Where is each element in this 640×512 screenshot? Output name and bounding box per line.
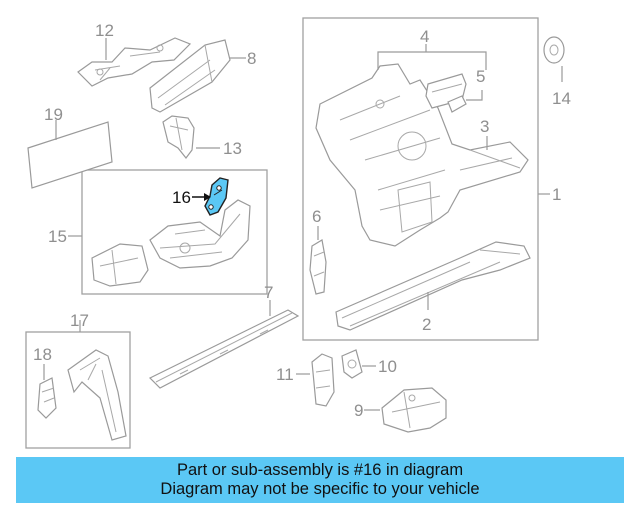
- assembly-box-15: [81, 169, 268, 295]
- callout-9: 9: [354, 401, 363, 420]
- callout-8: 8: [247, 49, 256, 68]
- part-18-plate[interactable]: [37, 377, 57, 419]
- callout-18: 18: [33, 345, 52, 364]
- part-5-brackets[interactable]: [425, 73, 467, 113]
- callout-3: 3: [480, 117, 489, 136]
- callout-19: 19: [44, 105, 63, 124]
- callout-5: 5: [476, 67, 485, 86]
- callout-17: 17: [70, 311, 89, 330]
- callout-15: 15: [48, 227, 67, 246]
- part-17-pillar[interactable]: [67, 349, 127, 441]
- part-8-rail[interactable]: [149, 39, 231, 113]
- callout-7: 7: [264, 283, 273, 302]
- callout-12: 12: [95, 21, 114, 40]
- part-9-panel[interactable]: [381, 387, 447, 433]
- callout-10: 10: [378, 357, 397, 376]
- banner-line-1: Part or sub-assembly is #16 in diagram: [176, 461, 464, 479]
- callout-16: 16: [172, 188, 191, 207]
- part-15-wheelhouse[interactable]: [91, 199, 251, 287]
- part-14-grommet[interactable]: [543, 36, 565, 64]
- assembly-box-17: [25, 331, 131, 449]
- part-2-frame-rail[interactable]: [335, 241, 531, 331]
- callout-2: 2: [422, 315, 431, 334]
- callout-13: 13: [223, 139, 242, 158]
- assembly-box-1: [302, 17, 539, 341]
- part-10-clip[interactable]: [341, 349, 363, 379]
- part-11-bracket[interactable]: [311, 353, 335, 407]
- part-19-pad[interactable]: [27, 121, 113, 189]
- callout-1: 1: [552, 185, 561, 204]
- callout-6: 6: [312, 207, 321, 226]
- callout-4: 4: [420, 27, 429, 46]
- part-1-apron[interactable]: [315, 63, 529, 247]
- banner-line-2: Diagram may not be specific to your vehi…: [160, 480, 480, 498]
- part-7-sill[interactable]: [148, 309, 300, 389]
- part-12-bracket[interactable]: [77, 37, 192, 87]
- part-16-highlighted-bracket[interactable]: [204, 177, 229, 216]
- info-banner: Part or sub-assembly is #16 in diagram D…: [16, 457, 624, 503]
- parts-diagram: 12 8 13 19 15 16 7: [25, 17, 571, 449]
- part-6-bracket[interactable]: [309, 239, 327, 295]
- callout-11: 11: [276, 365, 294, 384]
- callout-14: 14: [552, 89, 571, 108]
- part-13-bracket[interactable]: [162, 115, 195, 159]
